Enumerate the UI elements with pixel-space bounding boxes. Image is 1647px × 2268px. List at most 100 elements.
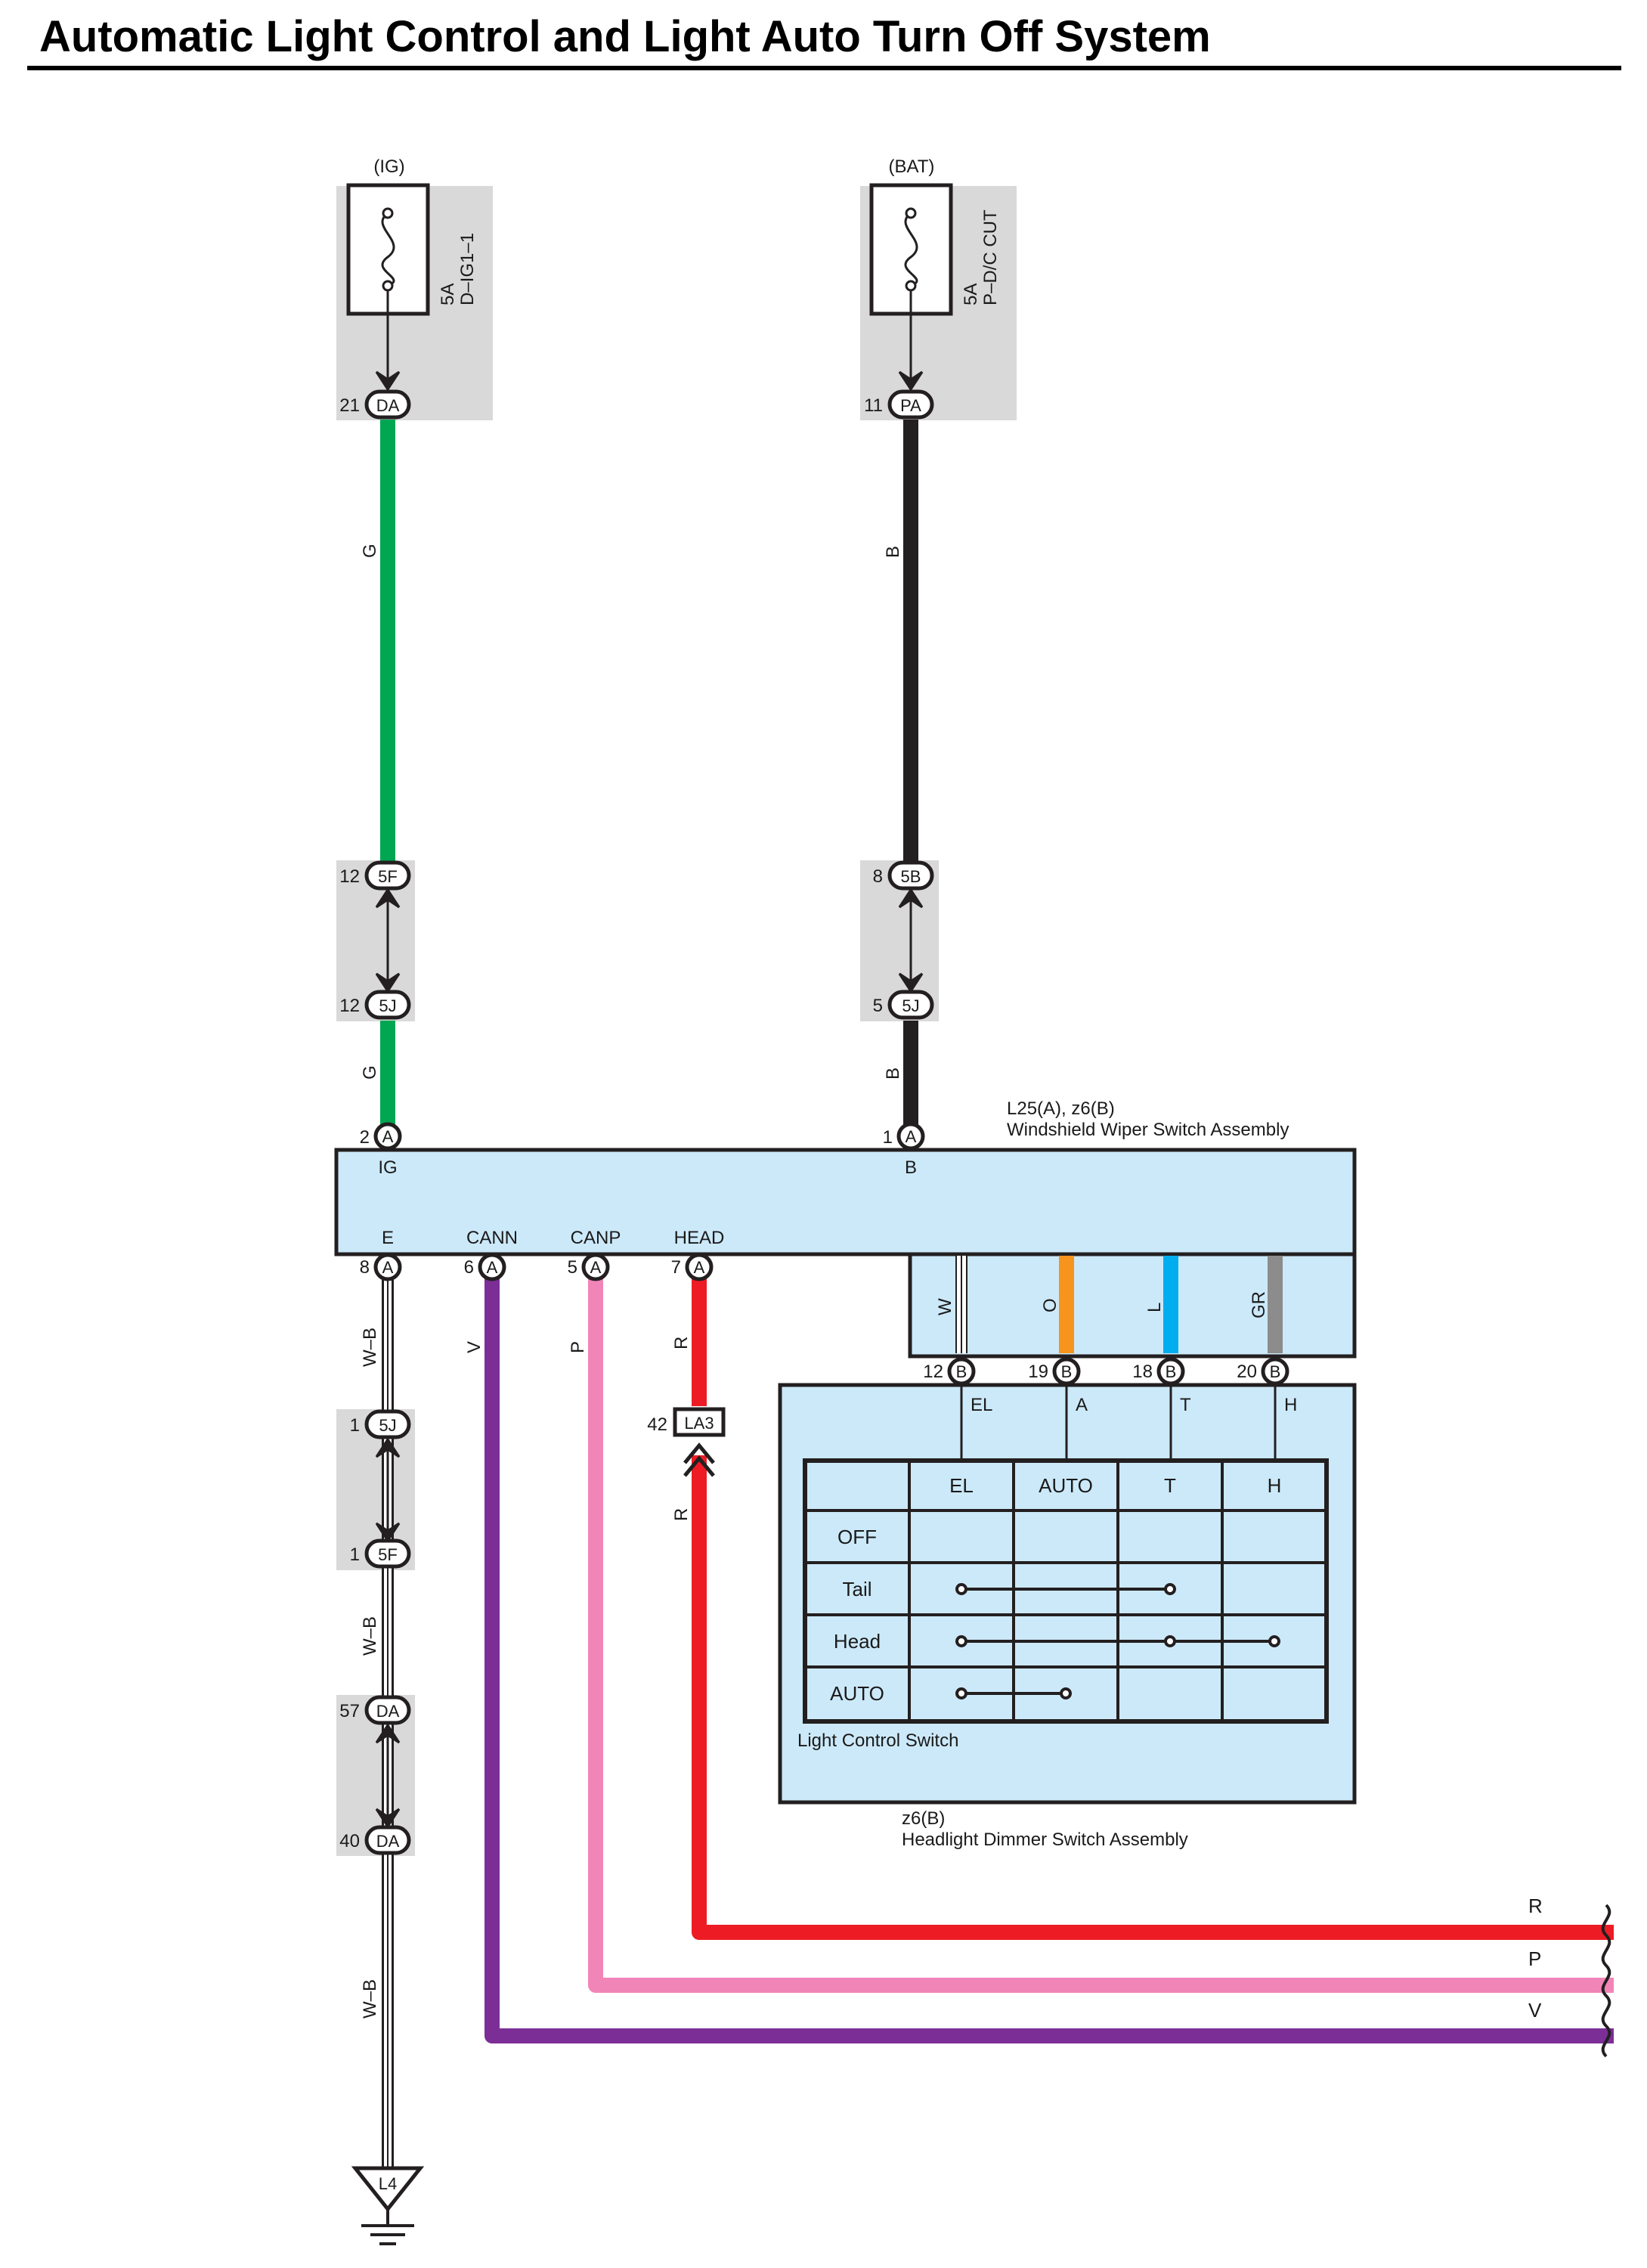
table-row-auto: AUTO bbox=[830, 1682, 884, 1705]
connector-code: 5J bbox=[379, 996, 396, 1015]
connector-pin: 18 bbox=[1132, 1362, 1153, 1382]
continuity-auto bbox=[955, 1687, 1072, 1699]
connector-pin: 57 bbox=[339, 1701, 360, 1721]
output-v-label: V bbox=[1528, 1999, 1542, 2022]
connector-19-b: 19 B bbox=[1028, 1357, 1081, 1386]
connector-20-b: 20 B bbox=[1237, 1357, 1289, 1386]
dimmer-switch-ref: z6(B) bbox=[902, 1808, 945, 1829]
connector-pin: 2 bbox=[360, 1127, 370, 1148]
connector-pin: 5 bbox=[568, 1257, 577, 1278]
connector-code: 5B bbox=[901, 867, 921, 886]
connector-code: A bbox=[382, 1258, 394, 1277]
connector-pin: 7 bbox=[671, 1257, 681, 1278]
wire-break-mark bbox=[1601, 1904, 1611, 2058]
connector-18-b: 18 B bbox=[1132, 1357, 1185, 1386]
output-p-label: P bbox=[1528, 1947, 1541, 1970]
connector-code: PA bbox=[900, 396, 921, 415]
connector-pin: 21 bbox=[339, 395, 360, 416]
junction-arrows bbox=[375, 370, 924, 1829]
wire-gr-label: GR bbox=[1249, 1291, 1269, 1318]
connector-11-pa: 11 PA bbox=[864, 389, 934, 420]
connector-code: LA3 bbox=[684, 1414, 714, 1433]
wire-wb-label-2: W–B bbox=[360, 1616, 380, 1656]
connector-12-b: 12 B bbox=[923, 1357, 976, 1386]
connector-pin: 8 bbox=[360, 1257, 370, 1278]
connector-pin: 8 bbox=[873, 866, 883, 887]
connector-42-la3: 42 LA3 bbox=[647, 1407, 726, 1437]
terminal-head: HEAD bbox=[674, 1228, 725, 1248]
terminal-ig: IG bbox=[378, 1157, 397, 1178]
bat-source-label: (BAT) bbox=[889, 156, 935, 177]
wire-v bbox=[485, 1278, 1614, 2043]
connector-pin: 1 bbox=[350, 1545, 360, 1565]
connector-code: A bbox=[694, 1258, 705, 1277]
ig-fuse-symbol bbox=[381, 212, 395, 287]
connector-40-da: 40 DA bbox=[339, 1825, 411, 1855]
connector-pin: 19 bbox=[1028, 1362, 1048, 1382]
wire-r-label-lower: R bbox=[671, 1508, 692, 1521]
wire-w-label: W bbox=[935, 1298, 955, 1315]
wire-l-label: L bbox=[1144, 1303, 1165, 1312]
dimmer-switch-name: Headlight Dimmer Switch Assembly bbox=[902, 1830, 1188, 1850]
connector-code: 5J bbox=[902, 996, 919, 1015]
wire-v-label: V bbox=[464, 1341, 485, 1353]
terminal-e: E bbox=[382, 1228, 394, 1248]
ig-source-label: (IG) bbox=[373, 156, 404, 177]
connector-5-a: 5 A bbox=[568, 1253, 610, 1281]
connector-code: A bbox=[590, 1258, 602, 1277]
table-row-head: Head bbox=[834, 1630, 881, 1653]
connector-code: B bbox=[1166, 1362, 1177, 1381]
bat-fuse-rating: 5A bbox=[961, 284, 981, 305]
terminal-cann: CANN bbox=[466, 1228, 518, 1248]
ground-symbol: L4 bbox=[351, 2166, 425, 2245]
ground-label: L4 bbox=[379, 2174, 397, 2193]
wire-r-label-upper: R bbox=[671, 1337, 692, 1349]
table-row-off: OFF bbox=[837, 1526, 877, 1548]
connector-8-5b: 8 5B bbox=[873, 860, 934, 891]
output-r-label: R bbox=[1528, 1895, 1543, 1917]
dimmer-terminal-h: H bbox=[1284, 1395, 1297, 1415]
terminal-canp: CANP bbox=[571, 1228, 621, 1248]
connector-code: DA bbox=[376, 1702, 400, 1721]
wire-wb-label-1: W–B bbox=[360, 1328, 380, 1367]
table-row-tail: Tail bbox=[842, 1578, 871, 1600]
wire-g-label-upper: G bbox=[360, 544, 380, 558]
connector-pin: 1 bbox=[350, 1415, 360, 1436]
connector-code: 5J bbox=[379, 1416, 396, 1435]
wire-r-lower bbox=[692, 1455, 1614, 1940]
connector-pin: 20 bbox=[1237, 1362, 1257, 1382]
connector-pin: 12 bbox=[923, 1362, 943, 1382]
connector-code: A bbox=[487, 1258, 498, 1277]
connector-code: B bbox=[956, 1362, 967, 1381]
table-col-t: T bbox=[1164, 1474, 1176, 1497]
dimmer-terminal-a: A bbox=[1076, 1395, 1088, 1415]
table-col-h: H bbox=[1268, 1474, 1282, 1497]
connector-pin: 1 bbox=[883, 1127, 893, 1148]
connector-pin: 12 bbox=[339, 866, 360, 887]
connector-pin: 6 bbox=[464, 1257, 474, 1278]
connector-1-5f: 1 5F bbox=[350, 1538, 411, 1569]
connector-6-a: 6 A bbox=[464, 1253, 506, 1281]
connector-code: DA bbox=[376, 1832, 400, 1851]
dimmer-terminal-el: EL bbox=[971, 1395, 992, 1415]
wiper-switch-name: Windshield Wiper Switch Assembly bbox=[1007, 1120, 1289, 1140]
connector-pin: 40 bbox=[339, 1831, 360, 1851]
connector-code: B bbox=[1061, 1362, 1073, 1381]
connector-code: B bbox=[1270, 1362, 1281, 1381]
connector-pin: 5 bbox=[873, 996, 883, 1016]
wire-b-label-upper: B bbox=[883, 546, 903, 558]
connector-code: 5F bbox=[378, 867, 398, 886]
terminal-b: B bbox=[905, 1157, 917, 1178]
connector-8-a: 8 A bbox=[360, 1253, 402, 1281]
page-title: Automatic Light Control and Light Auto T… bbox=[39, 12, 1211, 61]
connector-code: A bbox=[382, 1127, 394, 1146]
connector-code: A bbox=[906, 1127, 917, 1146]
continuity-tail bbox=[955, 1583, 1176, 1595]
wiper-switch-subbox bbox=[908, 1252, 1357, 1359]
ig-fuse-rating: 5A bbox=[438, 284, 458, 305]
bat-fuse-symbol bbox=[904, 212, 918, 287]
connector-code: 5F bbox=[378, 1545, 398, 1564]
wire-p bbox=[588, 1278, 1614, 1993]
connector-pin: 42 bbox=[647, 1414, 667, 1435]
connector-1-a: 1 A bbox=[883, 1122, 925, 1151]
